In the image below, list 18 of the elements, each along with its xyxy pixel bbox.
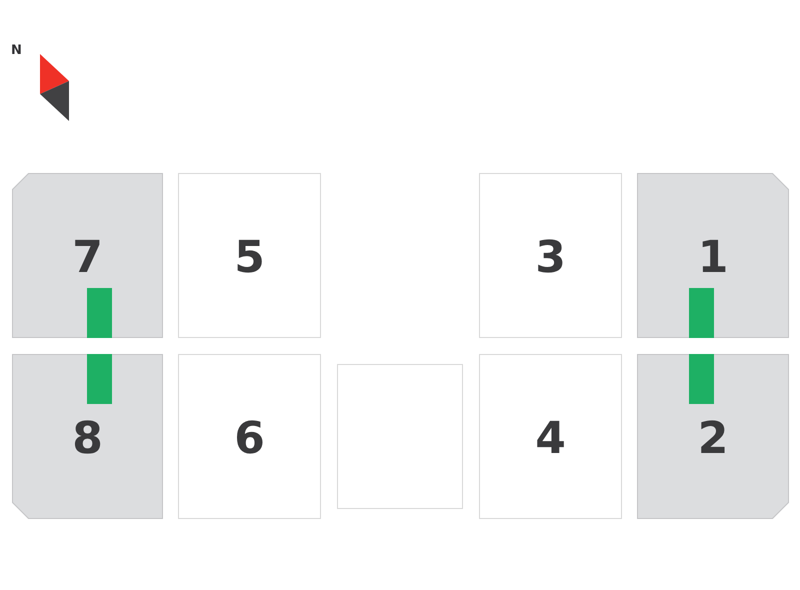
plot-number: 5 bbox=[234, 236, 265, 280]
plot-number: 7 bbox=[72, 236, 103, 280]
plot-number: 8 bbox=[72, 416, 103, 460]
plot-box bbox=[479, 173, 622, 338]
plot-box bbox=[479, 354, 622, 519]
plot-box bbox=[12, 173, 163, 338]
plot-number: 6 bbox=[234, 416, 265, 460]
plot-box bbox=[178, 173, 321, 338]
plot-box bbox=[178, 354, 321, 519]
plot-number: 3 bbox=[535, 236, 566, 280]
plot-box bbox=[637, 354, 789, 519]
plot-number: 1 bbox=[698, 236, 728, 280]
plot-box bbox=[637, 173, 789, 338]
plot-number: 2 bbox=[698, 416, 728, 460]
plot-box bbox=[337, 364, 463, 509]
plot-number: 4 bbox=[535, 416, 566, 460]
plot-box bbox=[12, 354, 163, 519]
north-label: N bbox=[11, 44, 22, 57]
